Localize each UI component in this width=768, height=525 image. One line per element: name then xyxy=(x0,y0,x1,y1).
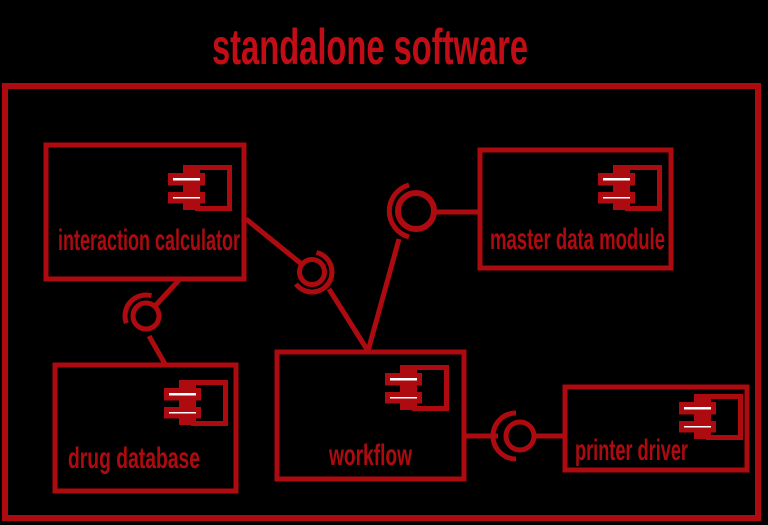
required-interface-socket xyxy=(386,182,410,240)
required-interface-socket xyxy=(122,292,153,325)
connector-calculator-workflow xyxy=(244,217,371,353)
component-label: interaction calculator xyxy=(58,224,240,257)
component-box xyxy=(274,349,467,482)
connector-masterdata-workflow xyxy=(365,182,480,352)
component-label: drug database xyxy=(68,442,200,475)
component-interaction-calculator: interaction calculator xyxy=(43,142,247,282)
component-printer-driver: printer driver xyxy=(562,384,750,473)
connector-calculator-drugdatabase xyxy=(122,278,181,366)
provided-interface-ball xyxy=(297,257,327,287)
provided-interface-ball xyxy=(395,190,437,232)
system-boundary xyxy=(2,83,761,521)
connector-printerdriver-workflow xyxy=(464,410,566,462)
required-interface-socket xyxy=(490,410,517,462)
component-label: workflow xyxy=(328,439,412,472)
component-label: printer driver xyxy=(575,434,688,467)
consumer-line xyxy=(146,334,168,366)
provided-interface-ball xyxy=(130,300,162,332)
provider-line xyxy=(244,217,306,268)
provided-interface-ball xyxy=(503,419,537,453)
component-workflow: workflow xyxy=(274,349,467,482)
consumer-line xyxy=(365,238,402,352)
required-interface-socket xyxy=(294,250,335,295)
component-label: master data module xyxy=(490,223,665,256)
diagram-title: standalone software xyxy=(212,19,528,75)
component-master-data-module: master data module xyxy=(477,147,674,271)
component-box xyxy=(52,362,239,494)
component-drug-database: drug database xyxy=(52,362,239,494)
component-box xyxy=(562,384,750,473)
provider-line xyxy=(154,278,181,307)
consumer-line xyxy=(326,287,371,353)
